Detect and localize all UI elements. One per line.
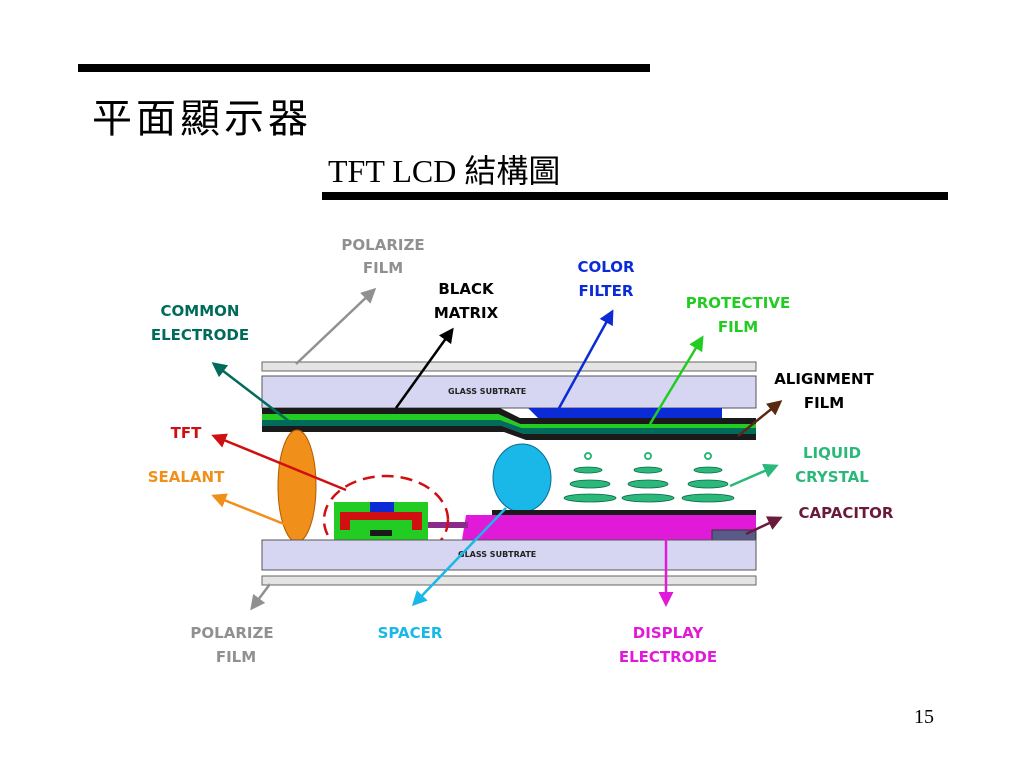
label-display-2: ELECTRODE [619,648,717,666]
alignment-film-bottom [492,510,756,515]
label-black-1: BLACK [438,280,495,298]
liquid-crystal-molecules [563,452,735,503]
label-common-2: ELECTRODE [151,326,249,344]
label-display-1: DISPLAY [633,624,705,642]
protective-film-arrow [648,335,704,425]
black-matrix-arrow [394,327,454,409]
label-polarize-top-2: FILM [363,259,403,277]
label-color-1: COLOR [577,258,635,276]
sealant-arrow [211,493,285,526]
spacer-arrow [411,507,507,607]
tft-device [334,502,428,540]
bottom-glass-label: GLASS SUBTRATE [458,550,536,559]
label-polarize-top-1: POLARIZE [341,236,424,254]
label-spacer: SPACER [378,624,443,642]
label-alignment-2: FILM [804,394,844,412]
common-electrode-layer [262,420,756,434]
label-polarize-bottom-1: POLARIZE [190,624,273,642]
label-protective-1: PROTECTIVE [686,294,790,312]
label-tft: TFT [171,424,202,442]
capacitor-arrow [745,516,783,536]
label-sealant: SEALANT [148,468,225,486]
color-filter-layer [528,408,722,420]
top-glass-label: GLASS SUBTRATE [448,387,526,396]
liquid-crystal-arrow [729,463,779,488]
alignment-film-top [262,426,756,440]
label-polarize-bottom-2: FILM [216,648,256,666]
sealant [277,429,317,543]
label-black-2: MATRIX [434,304,499,322]
title-rule-top [78,64,650,72]
label-capacitor: CAPACITOR [799,504,894,522]
page-number: 15 [914,706,934,728]
slide-subtitle: TFT LCD 結構圖 [328,153,561,189]
alignment-film-arrow [737,400,783,437]
bottom-polarizer-film [261,575,757,586]
label-color-2: FILTER [579,282,634,300]
protective-film-layer [262,414,756,428]
polarize-bottom-arrow [250,583,271,611]
tft-arrow [211,433,347,492]
slide-title: 平面顯示器 [92,96,312,142]
label-liquid-2: CRYSTAL [795,468,869,486]
bottom-glass-substrate [261,539,757,571]
black-matrix-layer [262,408,756,424]
color-filter-arrow [556,309,614,411]
display-electrode-layer [462,515,756,540]
label-liquid-1: LIQUID [803,444,861,462]
subtitle-rule [322,192,948,200]
common-electrode-arrow [211,362,291,423]
label-common-1: COMMON [161,302,240,320]
top-glass-substrate [261,375,757,409]
top-polarizer-film [261,361,757,372]
label-alignment-1: ALIGNMENT [774,370,874,388]
label-protective-2: FILM [718,318,758,336]
polarize-top-arrow [295,287,377,365]
spacer-ball [492,443,552,513]
